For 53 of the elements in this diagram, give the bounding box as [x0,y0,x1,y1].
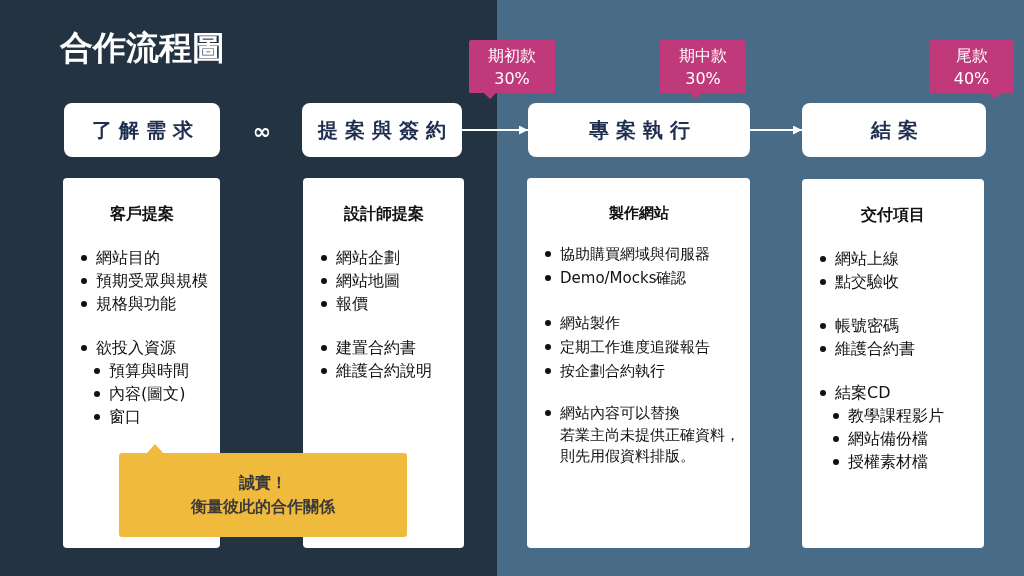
list-item-text: 結案CD [835,382,891,404]
detail-card [527,178,750,548]
callout-text: 衡量彼此的合作關係 [191,496,335,518]
payment-percentage: 30% [494,68,530,90]
card-heading: 客戶提案 [109,203,174,225]
list-item-text: 定期工作進度追蹤報告 [560,337,710,358]
step-title: 專案執行 [587,117,697,144]
list-item-text: 欲投入資源 [96,337,176,359]
arrow [749,125,803,135]
list-item-text: 網站製作 [560,313,620,334]
infinity-sign: ∞ [251,117,273,146]
list-item-text: 協助購買網域與伺服器 [560,244,710,265]
step-title: 結案 [869,117,925,144]
list-item-text: 預算與時間 [109,360,189,382]
step-box [528,103,750,157]
list-item-text: 網站目的 [96,247,160,269]
list-item-text: 教學課程影片 [848,405,944,427]
step-title: 提案與簽約 [316,117,453,144]
card-heading: 製作網站 [608,203,669,224]
list-item-text: 規格與功能 [96,293,176,315]
payment-stage-label: 尾款 [955,45,988,67]
step-box [802,103,986,157]
list-item-text: 建置合約書 [336,337,416,359]
step-box [302,103,462,157]
payment-percentage: 40% [953,68,990,90]
card-heading: 交付項目 [861,204,925,226]
list-item-text: 網站地圖 [336,270,400,292]
list-item-text: 預期受眾與規模 [96,270,208,292]
arrow [461,125,529,135]
list-item-text: 網站上線 [835,248,899,270]
list-item-text: 授權素材檔 [848,451,928,473]
list-item-text: 網站內容可以替換 [560,403,680,424]
list-item-text: 網站企劃 [336,247,400,269]
card-heading: 設計師提案 [343,203,424,225]
diagram-title: 合作流程圖 [60,27,225,69]
payment-stage-label: 期中款 [679,45,727,67]
step-box [64,103,220,157]
list-item-text: 點交驗收 [835,271,899,293]
list-item-text: 窗口 [109,406,141,428]
list-item-text: 帳號密碼 [835,315,899,337]
payment-percentage: 30% [685,68,721,90]
step-title: 了解需求 [90,117,200,144]
list-item-note: 若業主尚未提供正確資料，則先用假資料排版。 [560,425,741,467]
list-item-text: 內容(圖文) [109,383,186,405]
list-item-text: Demo/Mocks確認 [560,268,687,289]
list-item-text: 網站備份檔 [848,428,928,450]
list-item-text: 報價 [336,293,368,315]
detail-card [802,179,984,548]
list-item-text: 維護合約書 [835,338,915,360]
list-item-text: 維護合約說明 [336,360,432,382]
payment-stage-label: 期初款 [488,45,536,67]
callout-heading: 誠實！ [239,472,287,494]
list-item-text: 按企劃合約執行 [560,361,665,382]
